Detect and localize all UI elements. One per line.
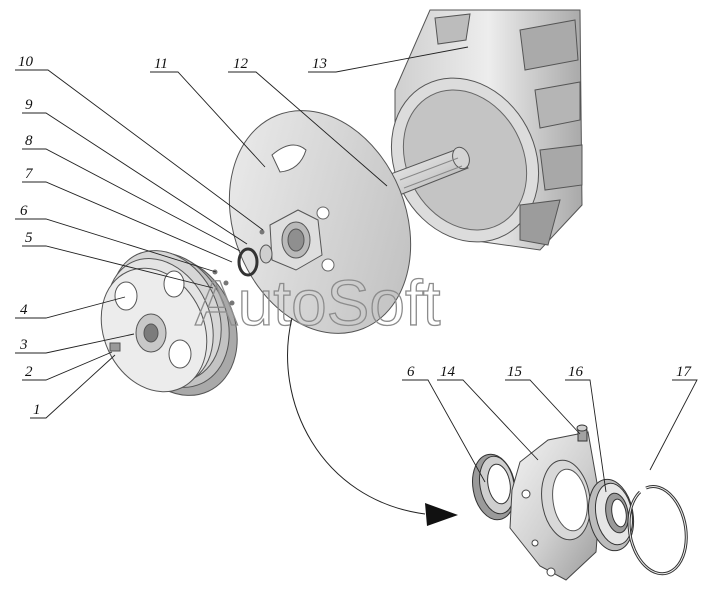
- callout-17: 17: [676, 364, 693, 380]
- callout-10: 10: [18, 54, 34, 70]
- callout-6-detail: 6: [407, 364, 415, 380]
- callout-8: 8: [25, 133, 33, 149]
- leader-lines: [15, 46, 698, 493]
- callout-5: 5: [25, 230, 33, 246]
- rotor-drum-part-13: [390, 9, 583, 251]
- pulley-part-4: [100, 250, 238, 396]
- callout-2: 2: [25, 364, 33, 380]
- callout-11: 11: [154, 56, 168, 72]
- callout-16: 16: [568, 364, 584, 380]
- callout-9: 9: [25, 97, 33, 113]
- arrowhead-icon: [425, 503, 458, 526]
- callout-labels: 10 9 8 7 6 5 4 3 2 1 11 12 13 6 14 15 16…: [18, 54, 693, 418]
- callout-13: 13: [312, 56, 327, 72]
- pulley-bolt: [109, 342, 121, 352]
- callout-1: 1: [33, 402, 41, 418]
- callout-7: 7: [25, 166, 34, 182]
- bearing-housing-on-plate: [212, 209, 323, 306]
- callout-3: 3: [19, 337, 28, 353]
- callout-15: 15: [507, 364, 523, 380]
- circlip-part-17-detail: [627, 485, 688, 576]
- callout-12: 12: [233, 56, 249, 72]
- plate-window-cutout: [271, 144, 307, 173]
- oil-seal-part-6-detail: [472, 453, 516, 521]
- detail-transfer-arrow: [287, 317, 458, 526]
- side-plate-part-11: [228, 110, 412, 334]
- bearing-housing-part-14-detail: [509, 431, 601, 581]
- callout-6: 6: [20, 203, 28, 219]
- grease-fitting-part-15-detail: [576, 424, 588, 442]
- callout-14: 14: [440, 364, 456, 380]
- watermark-text: AutoSoft: [195, 267, 441, 339]
- callout-4: 4: [20, 302, 28, 318]
